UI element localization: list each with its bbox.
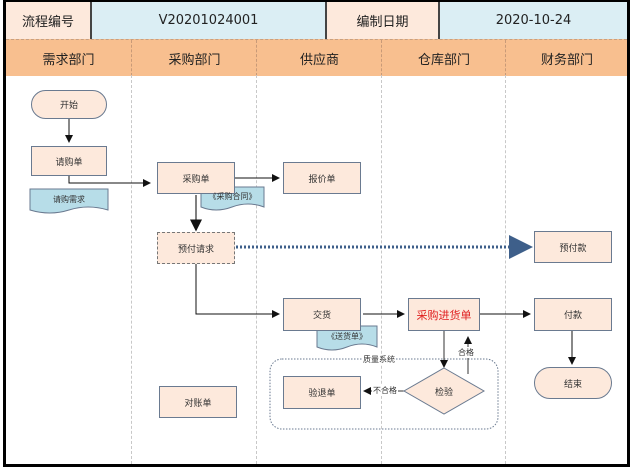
delivery-note-label: 《送货单》 xyxy=(327,331,367,341)
lane-header-warehouse: 仓库部门 xyxy=(381,40,506,76)
pass-label: 合格 xyxy=(457,347,475,358)
lane-divider xyxy=(131,75,132,464)
reconciliation-node[interactable]: 对账单 xyxy=(159,386,237,418)
lane-header-demand: 需求部门 xyxy=(42,52,95,68)
edge-prepay-delivery xyxy=(195,264,280,318)
lane-header-finance: 财务部门 xyxy=(505,40,628,76)
purchase-order-node[interactable]: 采购单 xyxy=(157,162,235,194)
prepay-request-node[interactable]: 预付请求 xyxy=(157,232,235,264)
edge-requisition-po xyxy=(68,175,151,187)
connectors xyxy=(29,119,576,430)
lane-divider xyxy=(381,75,382,464)
lane-header-purchasing: 采购部门 xyxy=(131,40,257,76)
process-no-label: 流程编号 xyxy=(6,2,90,39)
inspection-node[interactable]: 检验 xyxy=(434,387,453,398)
purchase-contract-label: 《采购合同》 xyxy=(208,191,257,201)
fail-label: 不合格 xyxy=(372,385,398,396)
diagram-frame: 流程编号 V20201024001 编制日期 2020-10-24 需求部门 采… xyxy=(3,0,630,467)
prepayment-node[interactable]: 预付款 xyxy=(534,231,612,263)
return-note-node[interactable]: 验退单 xyxy=(283,376,361,409)
lane-divider xyxy=(256,75,257,464)
requisition-doc-shape xyxy=(29,188,109,214)
quality-system-label: 质量系统 xyxy=(362,354,396,365)
process-no-value: V20201024001 xyxy=(90,2,325,39)
start-node[interactable]: 开始 xyxy=(31,90,107,119)
purchase-receipt-node[interactable]: 采购进货单 xyxy=(408,298,480,331)
quotation-node[interactable]: 报价单 xyxy=(283,162,361,194)
lane-header-supplier: 供应商 xyxy=(256,40,382,76)
payment-node[interactable]: 付款 xyxy=(534,298,612,331)
delivery-node[interactable]: 交货 xyxy=(283,298,361,331)
swimlane-header-row: 需求部门 采购部门 供应商 仓库部门 财务部门 xyxy=(6,39,627,76)
lane-divider xyxy=(505,75,506,464)
date-label: 编制日期 xyxy=(325,2,438,39)
date-value: 2020-10-24 xyxy=(438,2,627,39)
inspection-diamond xyxy=(402,367,486,415)
end-node[interactable]: 结束 xyxy=(534,367,612,399)
requisition-doc-label: 请购需求 xyxy=(53,194,85,204)
requisition-node[interactable]: 请购单 xyxy=(31,146,107,176)
delivery-note-doc-shape xyxy=(316,325,378,351)
